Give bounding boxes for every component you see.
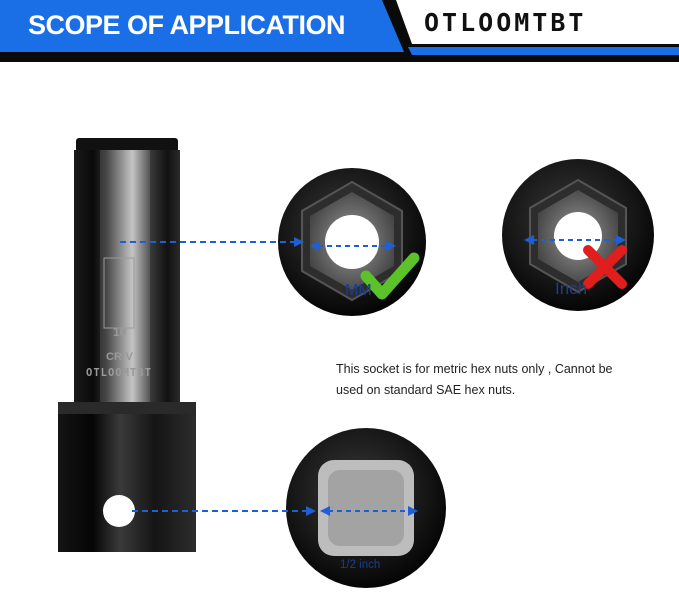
mm-nut-hole	[325, 215, 379, 269]
illustration-area: 10 CR-V OTLOOMTBT MM Inch 1/2 inch	[0, 62, 679, 595]
socket-top-rim	[76, 138, 178, 152]
drive-dimension-arrow	[320, 506, 418, 516]
header-banner: SCOPE OF APPLICATION OTLOOMTBT	[0, 0, 679, 62]
socket-material-stamp: CR-V	[106, 351, 133, 363]
check-mark-icon	[360, 252, 420, 300]
cross-mark-icon	[583, 245, 627, 289]
inch-dimension-arrow	[524, 235, 626, 245]
illustration-canvas	[58, 138, 654, 588]
compatibility-note: This socket is for metric hex nuts only …	[336, 362, 613, 397]
socket-stamp-box	[103, 257, 135, 329]
mm-dimension-arrow	[310, 241, 396, 251]
mm-socket-view	[278, 168, 426, 316]
brand-white-band	[396, 0, 679, 44]
drive-guide-arrow	[132, 506, 316, 516]
mm-guide-arrow	[120, 237, 304, 247]
socket-highlight	[100, 150, 150, 412]
drive-socket-view	[286, 428, 446, 588]
square-drive-inner	[328, 470, 404, 546]
mm-label: MM	[345, 282, 372, 299]
page-title: SCOPE OF APPLICATION	[28, 10, 346, 40]
socket-size-stamp: 10	[113, 325, 127, 339]
deep-socket	[58, 138, 196, 552]
socket-drive-shoulder	[58, 402, 196, 414]
header-shapes	[0, 0, 679, 62]
socket-pin-hole	[103, 495, 135, 527]
inch-socket-view	[502, 159, 654, 311]
inch-label: Inch	[555, 279, 588, 298]
socket-square-drive	[58, 402, 196, 552]
socket-upper-body	[74, 150, 180, 412]
title-blue-band	[0, 0, 404, 52]
socket-brand-stamp: OTLOOMTBT	[86, 367, 152, 379]
half-inch-label: 1/2 inch	[340, 559, 381, 571]
brand-logo: OTLOOMTBT	[424, 8, 587, 37]
brand-blue-stripe	[408, 47, 679, 55]
